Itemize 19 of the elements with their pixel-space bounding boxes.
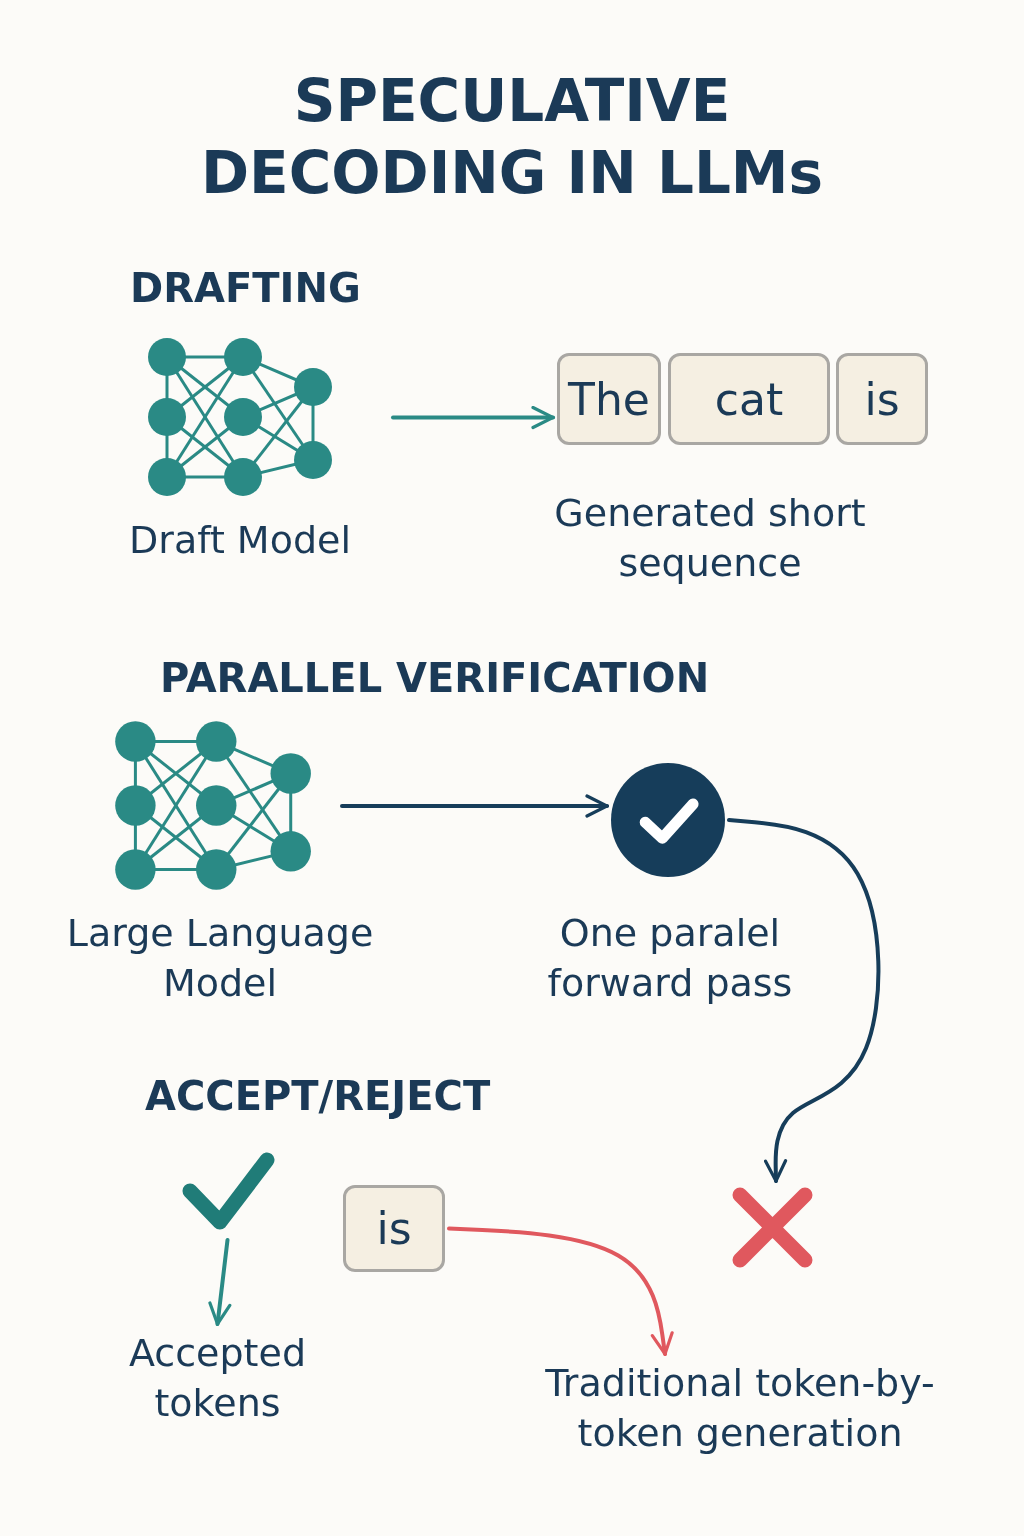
arrow [208, 1238, 232, 1326]
arrow [391, 405, 555, 430]
title: SPECULATIVE DECODING IN LLMs [199, 66, 825, 209]
token-box: is [836, 353, 928, 445]
node-text: Traditional token-by-token generation [540, 1358, 940, 1458]
arrow [340, 794, 609, 818]
token-box: is [343, 1185, 445, 1272]
arrow [447, 1226, 674, 1356]
node-caption: Large Language Model [65, 910, 375, 1007]
node-caption: Draft Model [128, 517, 352, 564]
node-text: Accepted tokens [100, 1328, 335, 1428]
caption: Generated short sequence [553, 490, 867, 587]
node-caption: One paralel forward pass [546, 910, 794, 1007]
token-box: cat [668, 353, 830, 445]
arrow [727, 818, 881, 1183]
section-heading: ACCEPT/REJECT [145, 1073, 492, 1119]
token-box: The [557, 353, 661, 445]
section-heading: DRAFTING [130, 265, 362, 311]
section-heading: PARALLEL VERIFICATION [160, 655, 711, 701]
